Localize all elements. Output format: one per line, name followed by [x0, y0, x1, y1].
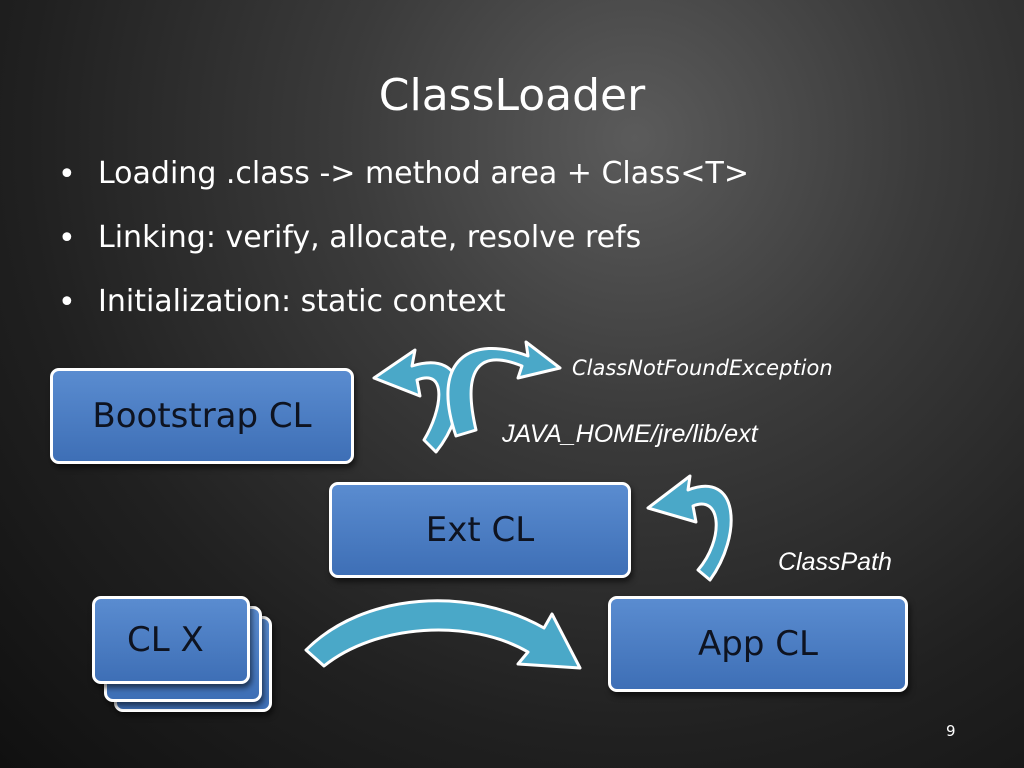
bullet-dot-icon: •	[58, 221, 76, 256]
bullet-text: Linking: verify, allocate, resolve refs	[98, 220, 642, 255]
ext-cl-label: Ext CL	[425, 510, 535, 550]
ext-cl-box: Ext CL	[329, 482, 631, 578]
bullet-dot-icon: •	[58, 285, 76, 320]
bullet-dot-icon: •	[58, 157, 76, 192]
bullet-text: Initialization: static context	[98, 284, 506, 319]
bootstrap-cl-box: Bootstrap CL	[50, 368, 354, 464]
bullet-item: • Linking: verify, allocate, resolve refs	[58, 218, 749, 258]
exception-label: ClassNotFoundException	[572, 356, 833, 380]
cl-x-box: CL X	[92, 596, 250, 684]
slide-title: ClassLoader	[378, 70, 646, 121]
bullet-list: • Loading .class -> method area + Class<T…	[58, 154, 749, 346]
app-cl-label: App CL	[698, 624, 818, 664]
arrow-app-to-ext-icon	[646, 474, 733, 582]
arrow-clx-to-app-icon	[304, 599, 582, 670]
bullet-item: • Initialization: static context	[58, 282, 749, 322]
cl-x-label: CL X	[127, 620, 204, 660]
page-number: 9	[946, 722, 956, 740]
classpath-label: ClassPath	[778, 548, 892, 576]
bootstrap-cl-label: Bootstrap CL	[92, 396, 312, 436]
ext-path-label: JAVA_HOME/jre/lib/ext	[502, 420, 758, 448]
bullet-text: Loading .class -> method area + Class<T>	[98, 156, 749, 191]
bullet-item: • Loading .class -> method area + Class<T…	[58, 154, 749, 194]
app-cl-box: App CL	[608, 596, 908, 692]
arrow-ext-to-bootstrap-icon	[372, 348, 461, 454]
